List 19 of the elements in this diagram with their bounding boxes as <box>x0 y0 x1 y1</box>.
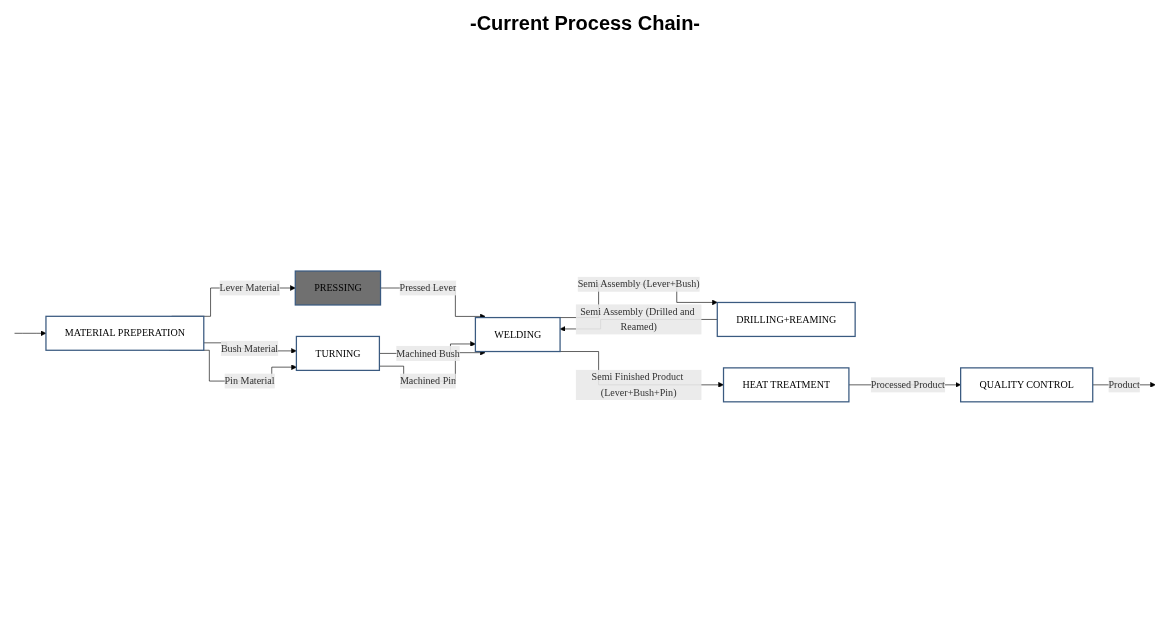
edge-label: Processed Product <box>870 378 945 390</box>
edge-label: Bush Material <box>220 342 279 353</box>
node-box: QUALITY CONTROL <box>960 366 1094 402</box>
node-box: PRESSING <box>294 269 382 306</box>
edge-label: Semi Assembly (Drilled and Reamed) <box>580 305 695 332</box>
edge-label: Product <box>1108 378 1140 390</box>
node-box: MATERIAL PREPERATION <box>45 315 205 351</box>
node-box: TURNING <box>295 335 381 371</box>
node-box: WELDING <box>474 316 561 352</box>
diagram-title: -Current Process Chain- <box>468 12 702 35</box>
edge-label: Machined Pin <box>399 374 457 386</box>
edge-label: Machined Bush <box>396 347 460 358</box>
node-box: HEAT TREATMENT <box>722 366 850 402</box>
edge-label: Lever Material <box>219 281 280 293</box>
edge-label: Pin Material <box>224 374 275 386</box>
edge-label: Pressed Lever <box>399 281 457 293</box>
node-box: DRILLING+REAMING <box>716 301 856 337</box>
edge-label: Semi Assembly (Lever+Bush) <box>577 278 700 289</box>
edge-label: Semi Finished Product (Lever+Bush+Pin) <box>591 371 684 397</box>
